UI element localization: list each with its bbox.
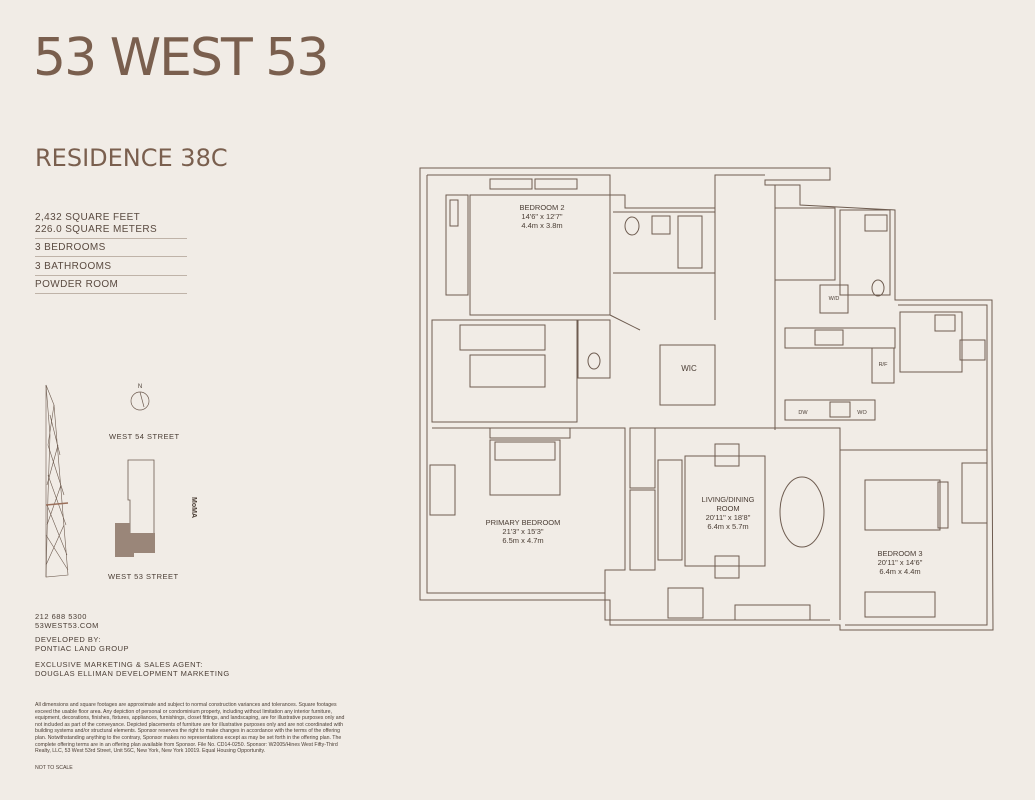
washer-dryer-label: W/D (829, 296, 840, 302)
spec-divider (35, 275, 187, 276)
primary-dims-ft: 21'3" x 15'3" (502, 527, 543, 536)
tower-sketch (45, 384, 69, 578)
bedroom2-label: BEDROOM 2 (519, 203, 564, 212)
spec-divider (35, 293, 187, 294)
wall-oven-label: WO (857, 410, 867, 416)
bedroom3-dims-ft: 20'11" x 14'6" (878, 558, 923, 567)
living-dims-m: 6.4m x 5.7m (707, 522, 748, 531)
wic-room (659, 344, 716, 406)
primary-bedroom-label: PRIMARY BEDROOM (486, 518, 561, 527)
north-label: N (138, 384, 142, 390)
bedroom2-dims-ft: 14'6" x 12'7" (521, 212, 562, 221)
residence-title: RESIDENCE 38C (35, 144, 228, 172)
contact-phone: 212 688 5300 (35, 612, 87, 621)
spec-square-feet: 2,432 SQUARE FEET (35, 212, 141, 223)
not-to-scale-note: NOT TO SCALE (35, 765, 73, 771)
floor-plan: BEDROOM 2 14'6" x 12'7" 4.4m x 3.8m WIC … (419, 167, 994, 631)
spec-divider (35, 256, 187, 257)
spec-bedrooms: 3 BEDROOMS (35, 242, 106, 253)
living-label-1: LIVING/DINING (702, 495, 755, 504)
compass-icon (130, 391, 150, 411)
primary-dims-m: 6.5m x 4.7m (502, 536, 543, 545)
spec-square-meters: 226.0 SQUARE METERS (35, 224, 158, 235)
brand-title: 53 WEST 53 (33, 28, 329, 88)
spec-bathrooms: 3 BATHROOMS (35, 261, 112, 272)
bedroom2-dims-m: 4.4m x 3.8m (521, 221, 562, 230)
developer-name: PONTIAC LAND GROUP (35, 644, 130, 653)
street-west-53: WEST 53 STREET (108, 572, 179, 581)
developed-by-label: DEVELOPED BY: (35, 635, 102, 644)
dishwasher-label: DW (798, 410, 808, 416)
spec-divider (35, 238, 187, 239)
agent-label: EXCLUSIVE MARKETING & SALES AGENT: (35, 660, 203, 669)
moma-label: MoMA (190, 497, 197, 518)
wic-label: WIC (681, 364, 697, 373)
spec-powder-room: POWDER ROOM (35, 279, 119, 290)
street-west-54: WEST 54 STREET (109, 432, 180, 441)
agent-name: DOUGLAS ELLIMAN DEVELOPMENT MARKETING (35, 669, 230, 678)
outer-wall (419, 167, 994, 631)
bedroom3-label: BEDROOM 3 (877, 549, 922, 558)
legal-disclaimer: All dimensions and square footages are a… (35, 702, 345, 755)
refrigerator-label: R/F (879, 362, 889, 368)
contact-website[interactable]: 53WEST53.COM (35, 621, 99, 630)
living-dims-ft: 20'11" x 18'8" (706, 513, 751, 522)
site-block (115, 523, 155, 557)
living-label-2: ROOM (716, 504, 739, 513)
bedroom3-dims-m: 6.4m x 4.4m (879, 567, 920, 576)
location-map: N WEST 54 STREET MoMA WEST 53 STREET (45, 384, 197, 581)
